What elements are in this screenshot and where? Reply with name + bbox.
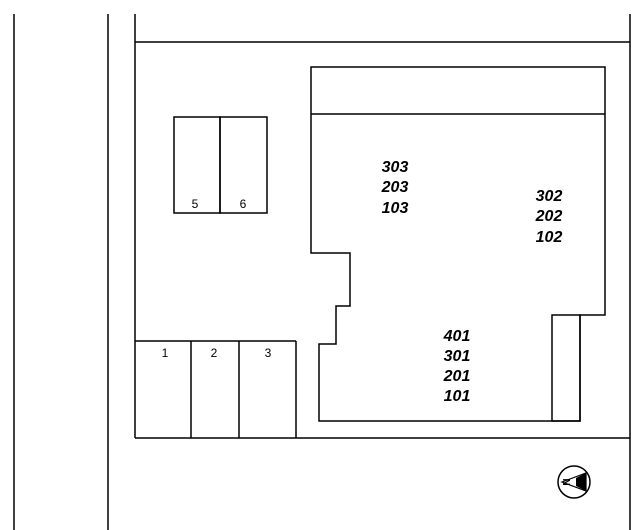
building-outline xyxy=(310,66,606,422)
unit-label: 102 xyxy=(536,229,563,246)
stair-block xyxy=(551,314,581,422)
unit-label: 302 xyxy=(536,188,563,205)
site-boundary xyxy=(134,14,631,530)
unit-label: 201 xyxy=(443,368,471,385)
unit-label: 101 xyxy=(444,388,471,405)
unit-label: 202 xyxy=(535,208,563,225)
unit-label: 203 xyxy=(381,179,409,196)
parking-slot-6 xyxy=(219,116,268,214)
building: 303 203 103 302 202 102 401 301 201 101 xyxy=(310,66,606,422)
unit-label: 401 xyxy=(443,328,471,345)
compass-north-label: N xyxy=(562,478,573,485)
parking-block-bottom: 1 2 3 xyxy=(135,340,297,438)
parking-slot-label: 5 xyxy=(192,197,199,211)
parking-slot-label: 2 xyxy=(211,346,218,360)
unit-label: 301 xyxy=(444,348,471,365)
parking-slot-label: 1 xyxy=(162,346,169,360)
unit-label: 103 xyxy=(382,200,409,217)
parking-slot-label: 6 xyxy=(240,197,247,211)
unit-label: 303 xyxy=(382,159,409,176)
compass: N xyxy=(557,465,591,499)
parking-slot-label: 3 xyxy=(265,346,272,360)
parking-block-top: 5 6 xyxy=(173,116,268,214)
